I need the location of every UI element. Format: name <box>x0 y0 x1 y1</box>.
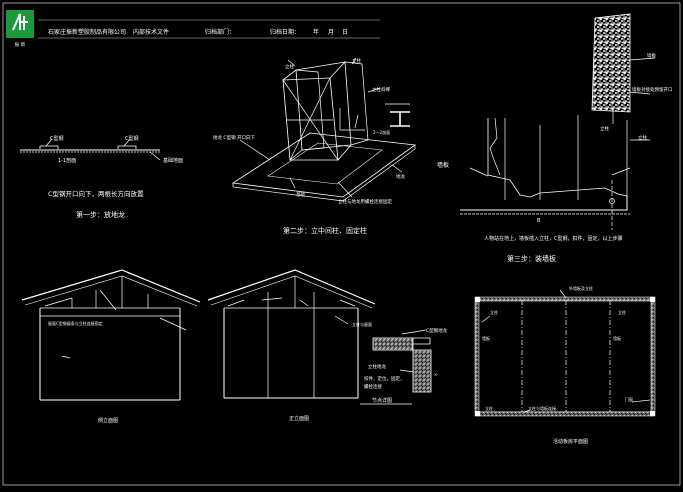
step3-label-mid: 立柱 <box>638 134 647 141</box>
step2-label-section: 2—2剖面 <box>373 129 390 135</box>
step1-section-view: C型钢 C型钢 1-1剖面 基础地面 C型钢开口向下，两根长方向放置 第一步：放… <box>20 135 183 219</box>
step1-label-b: C型钢 <box>125 135 139 142</box>
step1-title: 第一步：放地龙 <box>76 210 125 219</box>
step1-section-label: 1-1剖面 <box>58 157 76 164</box>
step2-label-top1: 立柱 <box>285 63 294 70</box>
step3-note: 人物站在地上，墙板插入立柱，C型钢，扣件，固定，以上步骤 <box>484 235 623 242</box>
step2-label-corner: 地龙 <box>396 173 405 180</box>
step1-label-a: C型钢 <box>50 135 64 142</box>
company-name: 石家庄振新塑胶制品有限公司 <box>48 28 126 36</box>
step2-label-base: 基础 <box>296 191 305 198</box>
plan-label-top: 外墙板及立柱 <box>569 285 593 291</box>
step3-label-top: 墙板 <box>647 52 656 59</box>
doc-type: 内部技术文件 <box>133 28 169 36</box>
step2-label-left: 地龙 C型钢 开口向下 <box>213 134 256 141</box>
house1-label-mid: 屋面C型钢檩条与立柱连接固定 <box>48 320 103 326</box>
detail-title: 节点详图 <box>372 397 392 404</box>
year-label: 年 <box>313 28 319 36</box>
detail-label-mid3: 螺栓连接 <box>364 383 382 390</box>
step1-note: C型钢开口向下，两根长方向放置 <box>48 189 144 198</box>
step3-wall-panel <box>591 13 631 113</box>
step3-panel-install: 墙板 墙板对接处预留开口 立柱 立柱 墙板 B 人物站在地上，墙板插入立柱，C型… <box>437 13 673 263</box>
detail-label-top: C型钢地龙 <box>426 327 448 334</box>
step3-title: 第三步：装墙板 <box>507 254 556 263</box>
house1-elevation: 屋面C型钢檩条与立柱连接固定 侧立面图 <box>21 269 201 424</box>
house2-elevation: 立柱与屋面 正立面图 <box>207 269 376 422</box>
joint-detail: C型钢地龙 立柱地龙 扣件，定位，固定， 螺栓连接 节点详图 ✕ <box>360 327 448 405</box>
step3-label-right1: 墙板对接处预留开口 <box>632 86 673 93</box>
step2-label-top2: 立柱 <box>352 57 361 64</box>
plan-label-left-mid: 墙板 <box>482 335 490 341</box>
day-label: 日 <box>342 29 348 36</box>
step2-label-bottom: 立柱与地龙用螺栓连接固定 <box>338 198 392 205</box>
step2-isometric: 立柱 立柱 立柱斜撑 2—2剖面 地龙 C型钢 开口向下 基础 立柱与地龙用螺栓… <box>213 57 417 235</box>
house2-label-right: 立柱与屋面 <box>352 321 372 327</box>
plan-label-bottom-mid: 立柱与墙板连接 <box>528 405 556 411</box>
step2-label-right: 立柱斜撑 <box>372 86 390 93</box>
month-label: 月 <box>328 29 334 36</box>
step3-label-left: 墙板 <box>437 161 449 169</box>
detail-label-mid2: 扣件，定位，固定， <box>364 375 405 382</box>
dept-label: 归档部门： <box>205 28 235 36</box>
plan-label-right-mid: 墙板 <box>613 335 621 341</box>
date-label: 归档日期： <box>270 28 300 36</box>
title-block: 振 新 石家庄振新塑胶制品有限公司 内部技术文件 归档部门： 归档日期： 年 月… <box>6 10 380 48</box>
house1-caption: 侧立面图 <box>98 417 118 424</box>
drawing-frame <box>2 2 681 486</box>
step2-title: 第二步：立中间柱、固定柱 <box>283 226 367 235</box>
step1-ground-label: 基础地面 <box>163 157 183 164</box>
detail-label-mid1: 立柱地龙 <box>368 363 386 370</box>
house2-caption: 正立面图 <box>289 415 309 422</box>
plan-label-right-top: 立柱 <box>618 309 626 315</box>
plan-label-left-top: 立柱 <box>490 309 498 315</box>
floor-plan: 外墙板及立柱 立柱 墙板 立柱 墙板 立柱 立柱与墙板连接 门窗 活动板房平面图 <box>474 285 656 445</box>
logo-glyph-icon <box>12 13 28 31</box>
plan-caption: 活动板房平面图 <box>553 438 588 445</box>
plan-label-bottom-left: 立柱 <box>485 405 493 411</box>
step3-label-right2: 立柱 <box>600 125 609 132</box>
plan-label-right-bottom: 门窗 <box>625 396 633 402</box>
logo-caption: 振 新 <box>15 41 26 48</box>
step3-label-b: B <box>537 218 541 224</box>
svg-text:✕: ✕ <box>434 372 437 377</box>
